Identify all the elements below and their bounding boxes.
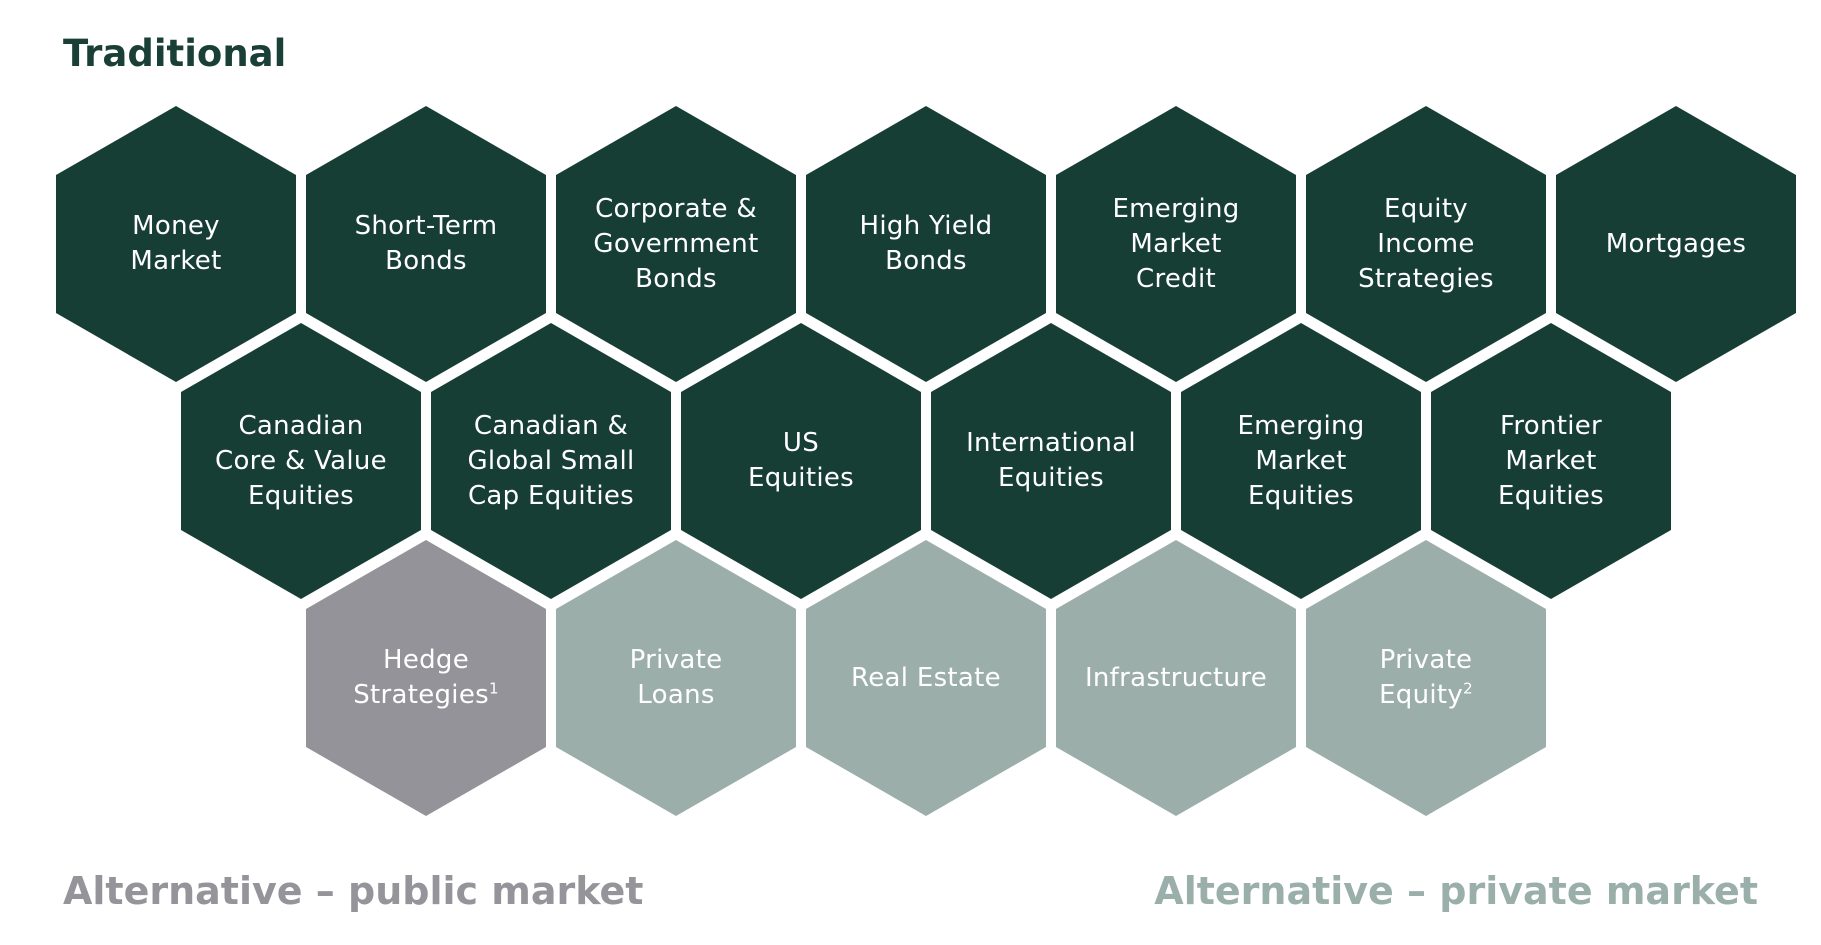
hexagon-corporate-government-bonds: Corporate & Government Bonds [556, 106, 796, 382]
hexagon-private-equity: Private Equity2 [1306, 540, 1546, 816]
hexagon-label: Frontier Market Equities [1498, 410, 1604, 511]
hexagon-label: US Equities [748, 428, 854, 493]
heading-traditional: Traditional [63, 32, 287, 75]
hexagon-hedge-strategies: Hedge Strategies1 [306, 540, 546, 816]
hexagon-label: Corporate & Government Bonds [593, 193, 759, 294]
hexagon-label: Infrastructure [1084, 662, 1268, 693]
hexagon-mortgages: Mortgages [1556, 106, 1796, 382]
hexagon-label: Canadian Core & Value Equities [215, 410, 387, 511]
hexagon-emerging-market-credit: Emerging Market Credit [1056, 106, 1296, 382]
hexagon-frontier-market-equities: Frontier Market Equities [1431, 323, 1671, 599]
heading-alternative-private-market: Alternative – private market [1154, 869, 1758, 913]
hexagon-high-yield-bonds: High Yield Bonds [806, 106, 1046, 382]
hexagon-canadian-global-small-cap-equities: Canadian & Global Small Cap Equities [431, 323, 671, 599]
hexagon-short-term-bonds: Short-Term Bonds [306, 106, 546, 382]
hexagon-infrastructure: Infrastructure [1056, 540, 1296, 816]
hexagon-label: Mortgages [1605, 228, 1747, 259]
hexagon-equity-income-strategies: Equity Income Strategies [1306, 106, 1546, 382]
hexagon-international-equities: International Equities [931, 323, 1171, 599]
hexagon-emerging-market-equities: Emerging Market Equities [1181, 323, 1421, 599]
hexagon-label: Equity Income Strategies [1358, 193, 1494, 294]
hexagon-label: Real Estate [851, 662, 1001, 693]
hexagon-us-equities: US Equities [681, 323, 921, 599]
hexagon-label: Emerging Market Equities [1237, 410, 1365, 511]
hexagon-money-market: Money Market [56, 106, 296, 382]
footnote-marker: 2 [1463, 679, 1473, 698]
hexagon-canadian-core-value-equities: Canadian Core & Value Equities [181, 323, 421, 599]
hexagon-private-loans: Private Loans [556, 540, 796, 816]
footnote-marker: 1 [488, 679, 499, 698]
hexagon-label: Private Equity2 [1379, 645, 1473, 710]
hexagon-label: Hedge Strategies1 [353, 645, 499, 710]
hexagon-real-estate: Real Estate [806, 540, 1046, 816]
hexagon-label: International Equities [966, 428, 1136, 493]
hexagon-label: Canadian & Global Small Cap Equities [467, 410, 635, 511]
hexagon-label: High Yield Bonds [859, 211, 993, 276]
hexagon-label: Money Market [130, 211, 222, 276]
hexagon-label: Short-Term Bonds [354, 211, 498, 276]
hexagon-label: Emerging Market Credit [1112, 193, 1240, 294]
hexagon-label: Private Loans [629, 645, 723, 710]
heading-alternative-public-market: Alternative – public market [63, 869, 644, 913]
